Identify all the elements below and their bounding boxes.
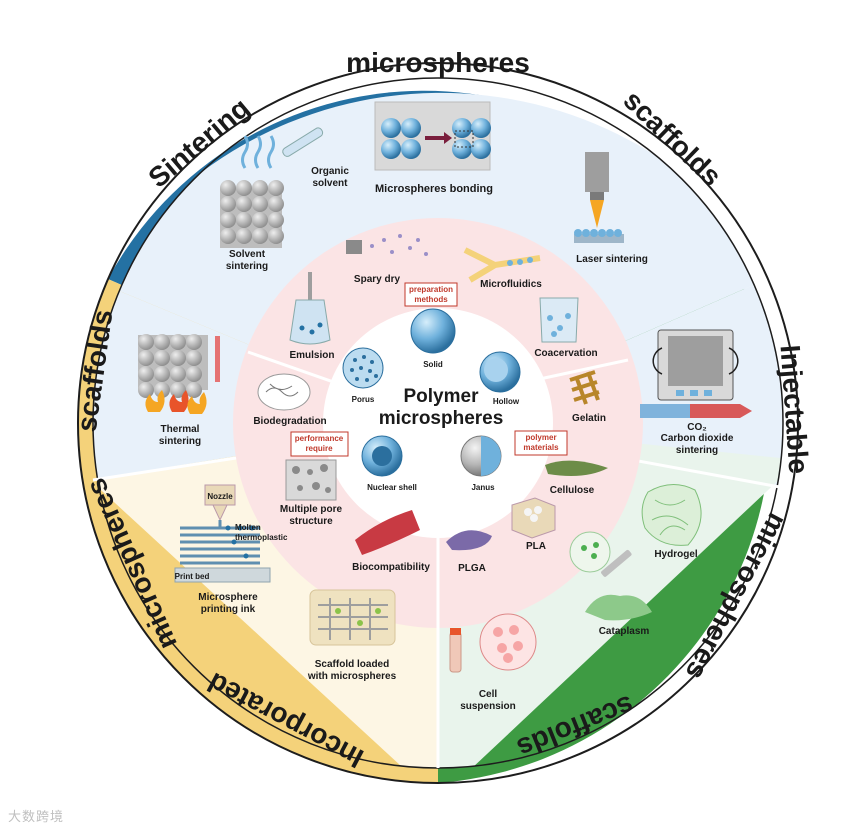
co2-sintering-illustration [640,329,752,418]
microspheres-bonding-label: Microspheres bonding [375,183,493,195]
hydrogel-illustration [641,484,702,546]
multiple-pore-illustration [285,459,337,501]
cell-suspension-illustration [449,613,537,673]
syringe-illustration [569,531,632,577]
sphere-janus [460,435,502,477]
porus-label: Porus [352,395,375,404]
pla-label: PLA [526,541,546,552]
biocompatibility-illustration [355,510,420,555]
biocompatibility-label: Biocompatibility [352,562,430,573]
cellulose-label: Cellulose [550,485,595,496]
laser-sintering-label: Laser sintering [576,254,648,265]
plga-label: PLGA [458,563,486,574]
performance-require-tag [290,431,349,457]
ring-label-microspheres-top: microspheres [346,47,530,78]
print-bed-label: Print bed [175,572,210,581]
coacervation-illustration [539,297,579,343]
sphere-porus [342,347,384,389]
biodegradation-illustration [257,373,311,411]
scaffold-loaded-illustration [309,589,396,646]
microfluidics-label: Microfluidics [480,279,542,290]
hydrogel-label: Hydrogel [654,549,698,560]
polymer-materials-tag [514,430,568,456]
emulsion-illustration [289,272,331,345]
coacervation-label: Coacervation [534,348,597,359]
cellulose-illustration [545,460,608,476]
microfluidics-illustration [463,247,541,283]
gelatin-illustration [569,370,600,405]
watermark: 大数跨境 [8,810,65,825]
emulsion-label: Emulsion [289,350,334,361]
biodegradation-label: Biodegradation [253,416,326,427]
cataplasm-label: Cataplasm [599,626,650,637]
thermal-sintering-illustration [138,334,220,414]
nozzle-label: Nozzle [207,492,233,501]
hollow-label: Hollow [493,397,520,406]
pla-illustration [511,497,556,539]
cube-spheres [220,180,284,244]
janus-label: Janus [471,483,495,492]
gelatin-label: Gelatin [572,413,606,424]
preparation-methods-tag [404,282,458,307]
co2-label: CO₂ [687,422,706,433]
sphere-nuclear-shell [361,435,403,477]
spary-dry-label: Spary dry [354,274,401,285]
solid-label: Solid [423,360,443,369]
spray-dry-illustration [346,234,428,256]
cataplasm-illustration [585,594,652,621]
solvent-sintering-illustration [220,127,324,248]
laser-sintering-illustration [574,152,624,243]
plga-illustration [446,530,492,551]
printer-illustration [174,484,271,583]
sphere-solid [410,308,456,354]
sphere-hollow [479,351,521,393]
microspheres-bonding-illustration [374,101,491,171]
nuclear-shell-label: Nuclear shell [367,483,417,492]
